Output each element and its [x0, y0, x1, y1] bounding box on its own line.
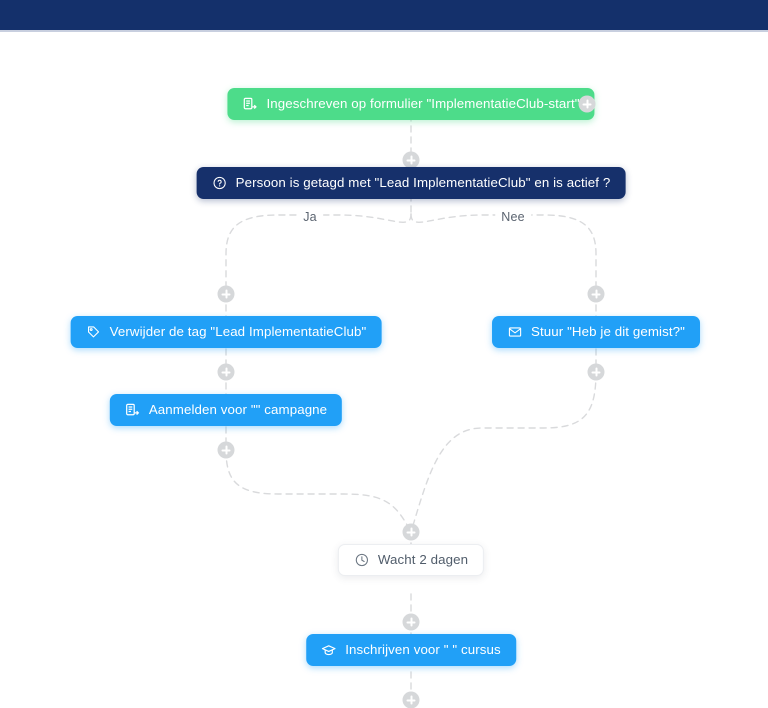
clock-icon — [354, 553, 369, 568]
add-step-button-end[interactable] — [402, 691, 420, 708]
node-action-remove-tag[interactable]: Verwijder de tag "Lead ImplementatieClub… — [70, 316, 382, 348]
add-step-button-after-trigger[interactable] — [402, 151, 420, 169]
add-step-button-after-wait[interactable] — [402, 613, 420, 631]
graduation-cap-icon — [321, 643, 336, 658]
header-divider — [0, 30, 768, 32]
node-label: Inschrijven voor " " cursus — [345, 642, 501, 658]
node-label: Wacht 2 dagen — [377, 552, 469, 568]
node-label: Verwijder de tag "Lead ImplementatieClub… — [109, 324, 367, 340]
add-step-button-yes-branch-middle[interactable] — [217, 363, 235, 381]
flow-canvas[interactable]: Ja Nee Ingeschreven op formulier "Implem… — [0, 32, 768, 708]
add-step-button-trigger-right[interactable] — [578, 95, 596, 113]
add-step-button-after-merge[interactable] — [402, 523, 420, 541]
question-circle-icon — [212, 176, 227, 191]
node-label: Persoon is getagd met "Lead Implementati… — [235, 175, 611, 191]
branch-label-yes: Ja — [297, 211, 323, 224]
node-label: Stuur "Heb je dit gemist?" — [531, 324, 685, 340]
flow-edges — [225, 103, 597, 701]
envelope-icon — [507, 325, 522, 340]
form-subscribe-icon — [242, 97, 257, 112]
node-label: Ingeschreven op formulier "Implementatie… — [266, 96, 580, 112]
branch-label-no: Nee — [495, 211, 531, 224]
node-condition-tag-check[interactable]: Persoon is getagd met "Lead Implementati… — [196, 167, 626, 199]
node-trigger-form-subscribe[interactable]: Ingeschreven op formulier "Implementatie… — [227, 88, 595, 120]
add-step-button-no-branch-bottom[interactable] — [587, 363, 605, 381]
add-step-button-yes-branch-bottom[interactable] — [217, 441, 235, 459]
campaign-icon — [125, 403, 140, 418]
add-step-button-yes-branch-top[interactable] — [217, 285, 235, 303]
tag-icon — [86, 325, 101, 340]
node-action-course-enroll[interactable]: Inschrijven voor " " cursus — [306, 634, 516, 666]
node-delay-wait[interactable]: Wacht 2 dagen — [337, 544, 485, 576]
node-label: Aanmelden voor "" campagne — [148, 402, 328, 418]
add-step-button-no-branch-top[interactable] — [587, 285, 605, 303]
app-header-bar — [0, 0, 768, 30]
node-action-send-email[interactable]: Stuur "Heb je dit gemist?" — [492, 316, 700, 348]
node-action-campaign-signup[interactable]: Aanmelden voor "" campagne — [109, 394, 343, 426]
